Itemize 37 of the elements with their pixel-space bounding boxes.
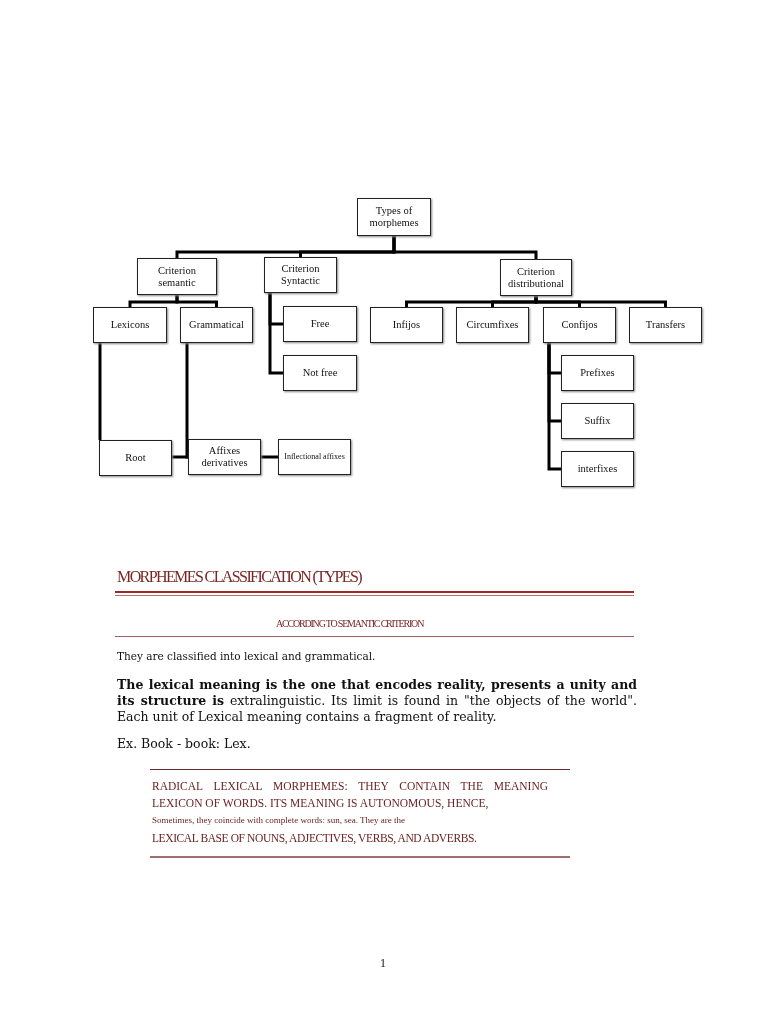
category-box: Inflectional affixes: [278, 439, 351, 475]
connector-line: [98, 343, 102, 440]
category-box: Affixes derivatives: [188, 439, 261, 475]
category-box: Criterion Syntactic: [264, 257, 337, 293]
subsection-heading: ACCORDING TO SEMANTIC CRITERION: [276, 618, 425, 629]
connector-line: [172, 455, 188, 459]
connector-line: [268, 293, 283, 375]
category-box: Criterion semantic: [137, 258, 217, 295]
section-heading: MORPHEMES CLASSIFICATION (TYPES): [117, 568, 363, 586]
paragraph: The lexical meaning is the one that encodes reality, presents a unity and its structure is extralinguistic. Its limit is found in "the objects of the world". Each unit of Lexical meaning contains a fragment of reality.: [117, 677, 637, 725]
connector-line: [185, 343, 190, 459]
category-box: Free: [283, 306, 357, 342]
connector-line: [547, 343, 561, 471]
category-box: Criterion distributional: [500, 259, 572, 296]
callout-text: Sometimes, they coincide with complete words: sun, sea. They are the: [152, 815, 407, 825]
callout-text: LEXICAL BASE OF NOUNS, ADJECTIVES, VERBS, AND ADVERBS.: [152, 832, 478, 844]
category-box: Root: [99, 440, 172, 476]
page-number: 1: [380, 956, 387, 971]
connector-line: [534, 296, 667, 307]
category-box: Suffix: [561, 403, 634, 439]
category-box: interfixes: [561, 451, 634, 487]
connector-line: [392, 236, 538, 259]
callout-text: RADICAL LEXICAL MORPHEMES: THEY CONTAIN THE MEANING: [152, 780, 548, 792]
category-box: Infijos: [370, 307, 443, 343]
category-box: Types of morphemes: [357, 198, 431, 236]
connector-line: [175, 295, 218, 307]
category-box: Confijos: [543, 307, 616, 343]
callout-text: LEXICON OF WORDS. ITS MEANING IS AUTONOMOUS, HENCE,: [152, 797, 490, 809]
category-box: Not free: [283, 355, 357, 391]
category-box: Circumfixes: [456, 307, 529, 343]
category-box: Grammatical: [180, 307, 253, 343]
category-box: Transfers: [629, 307, 702, 343]
category-box: Lexicons: [93, 307, 167, 343]
connector-line: [261, 455, 278, 459]
example-text: Ex. Book - book: Lex.: [117, 736, 252, 751]
body-text: They are classified into lexical and grammatical.: [117, 650, 377, 662]
category-box: Prefixes: [561, 355, 634, 391]
